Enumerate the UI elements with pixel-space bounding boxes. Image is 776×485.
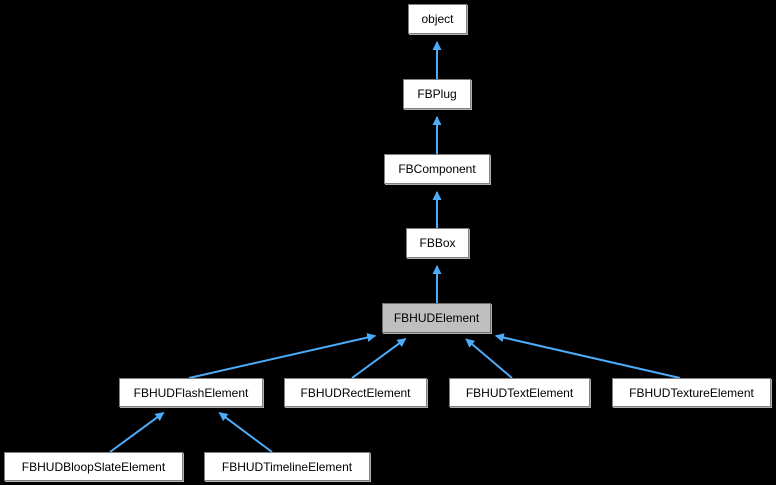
inheritance-arrow (494, 333, 681, 379)
class-node-label: FBHUDFlashElement (133, 385, 249, 400)
class-node-object[interactable]: object (408, 4, 467, 34)
class-node-label: FBBox (419, 236, 456, 250)
inheritance-arrow (465, 338, 513, 379)
class-node-label: FBHUDElement (393, 311, 480, 325)
class-node-fbhudelement[interactable]: FBHUDElement (382, 303, 491, 333)
inheritance-arrow (188, 333, 377, 379)
class-node-fbhudtimelineelement[interactable]: FBHUDTimelineElement (204, 452, 370, 481)
class-node-fbhudflashelement[interactable]: FBHUDFlashElement (119, 378, 263, 407)
class-node-fbhudtextelement[interactable]: FBHUDTextElement (449, 378, 590, 407)
class-node-label: FBHUDTimelineElement (221, 459, 353, 474)
class-node-label: object (421, 12, 454, 26)
inheritance-arrow (109, 411, 165, 453)
class-node-fbhudbloopslateelement[interactable]: FBHUDBloopSlateElement (4, 452, 183, 481)
class-node-label: FBHUDRectElement (300, 385, 411, 400)
class-node-label: FBHUDBloopSlateElement (21, 459, 166, 474)
class-node-fbhudtextureelement[interactable]: FBHUDTextureElement (612, 378, 771, 407)
inheritance-arrow (351, 337, 407, 379)
class-node-fbhudrectelement[interactable]: FBHUDRectElement (284, 378, 427, 407)
class-node-fbplug[interactable]: FBPlug (403, 79, 471, 109)
class-node-fbcomponent[interactable]: FBComponent (384, 154, 490, 184)
inheritance-arrow (218, 411, 273, 453)
class-node-fbbox[interactable]: FBBox (406, 228, 469, 258)
class-node-label: FBHUDTextElement (465, 385, 574, 400)
class-node-label: FBHUDTextureElement (629, 385, 754, 400)
class-node-label: FBComponent (398, 162, 476, 176)
class-node-label: FBPlug (417, 87, 457, 101)
